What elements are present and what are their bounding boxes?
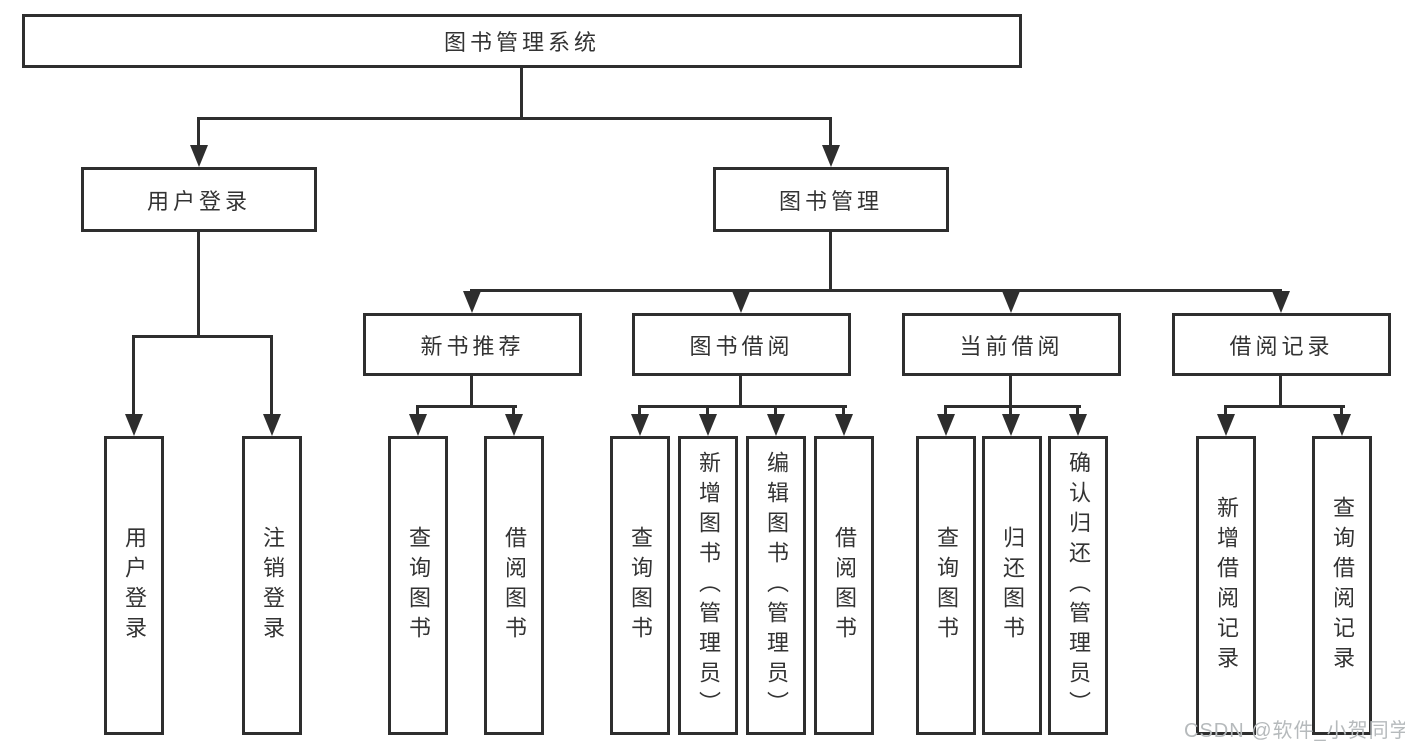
leaf-user-login: 用户登录 <box>104 436 164 735</box>
connector-line <box>774 405 777 415</box>
connector-line <box>197 117 832 120</box>
node-new-book-recommend: 新书推荐 <box>363 313 582 376</box>
connector-line <box>416 405 517 408</box>
connector-line <box>470 376 473 408</box>
node-user-login: 用户登录 <box>81 167 317 232</box>
node-current-borrow: 当前借阅 <box>902 313 1121 376</box>
connector-line <box>520 68 523 117</box>
arrow-down-icon <box>1333 414 1351 436</box>
connector-line <box>270 335 273 415</box>
node-label: 借阅记录 <box>1229 333 1334 359</box>
arrow-down-icon <box>190 145 208 167</box>
node-label: 借阅图书 <box>832 525 857 646</box>
connector-line <box>944 405 1081 408</box>
node-label: 图书管理 <box>778 188 883 214</box>
arrow-down-icon <box>1217 414 1235 436</box>
leaf-edit-book-admin: 编辑图书（管理员） <box>746 436 806 735</box>
connector-line <box>197 117 200 147</box>
connector-line <box>197 232 200 335</box>
node-label: 新增借阅记录 <box>1214 495 1239 676</box>
connector-line <box>1224 405 1227 415</box>
node-book-management: 图书管理 <box>713 167 949 232</box>
node-label: 新书推荐 <box>420 333 525 359</box>
node-label: 用户登录 <box>146 188 251 214</box>
connector-line <box>739 376 742 408</box>
arrow-down-icon <box>732 291 750 313</box>
connector-line <box>512 405 515 415</box>
node-label: 查询图书 <box>406 525 431 646</box>
leaf-query-books-current: 查询图书 <box>916 436 976 735</box>
node-borrow-records: 借阅记录 <box>1172 313 1391 376</box>
leaf-add-borrow-record: 新增借阅记录 <box>1196 436 1256 735</box>
leaf-query-books-recommend: 查询图书 <box>388 436 448 735</box>
connector-line <box>1224 405 1345 408</box>
node-label: 新增图书（管理员） <box>696 450 721 721</box>
node-label: 注销登录 <box>260 525 285 646</box>
node-label: 归还图书 <box>1000 525 1025 646</box>
node-label: 用户登录 <box>122 525 147 646</box>
node-label: 借阅图书 <box>502 525 527 646</box>
arrow-down-icon <box>1069 414 1087 436</box>
arrow-down-icon <box>1002 414 1020 436</box>
node-label: 查询借阅记录 <box>1330 495 1355 676</box>
node-library-system: 图书管理系统 <box>22 14 1022 68</box>
leaf-borrow-books: 借阅图书 <box>814 436 874 735</box>
connector-line <box>829 117 832 147</box>
arrow-down-icon <box>631 414 649 436</box>
node-label: 图书借阅 <box>689 333 794 359</box>
leaf-query-books-borrow: 查询图书 <box>610 436 670 735</box>
connector-line <box>638 405 641 415</box>
watermark: CSDN @软件_小贺同学 <box>1184 720 1405 742</box>
connector-line <box>1009 405 1012 415</box>
arrow-down-icon <box>937 414 955 436</box>
arrow-down-icon <box>699 414 717 436</box>
connector-line <box>132 335 135 415</box>
connector-line <box>706 405 709 415</box>
connector-line <box>470 289 1282 292</box>
arrow-down-icon <box>835 414 853 436</box>
node-label: 查询图书 <box>628 525 653 646</box>
arrow-down-icon <box>1272 291 1290 313</box>
leaf-query-borrow-record: 查询借阅记录 <box>1312 436 1372 735</box>
leaf-add-book-admin: 新增图书（管理员） <box>678 436 738 735</box>
node-label: 图书管理系统 <box>443 30 600 55</box>
connector-line <box>842 405 845 415</box>
connector-line <box>829 232 832 289</box>
leaf-borrow-books-recommend: 借阅图书 <box>484 436 544 735</box>
arrow-down-icon <box>505 414 523 436</box>
arrow-down-icon <box>822 145 840 167</box>
connector-line <box>638 405 847 408</box>
connector-line <box>944 405 947 415</box>
connector-line <box>1009 376 1012 408</box>
arrow-down-icon <box>767 414 785 436</box>
arrow-down-icon <box>125 414 143 436</box>
connector-line <box>1279 376 1282 407</box>
node-label: 当前借阅 <box>959 333 1064 359</box>
arrow-down-icon <box>463 291 481 313</box>
connector-line <box>1340 405 1343 415</box>
arrow-down-icon <box>409 414 427 436</box>
arrow-down-icon <box>1002 291 1020 313</box>
node-label: 编辑图书（管理员） <box>764 450 789 721</box>
node-book-borrow: 图书借阅 <box>632 313 851 376</box>
connector-line <box>1076 405 1079 415</box>
leaf-return-books: 归还图书 <box>982 436 1042 735</box>
arrow-down-icon <box>263 414 281 436</box>
leaf-confirm-return-admin: 确认归还（管理员） <box>1048 436 1108 735</box>
leaf-logout: 注销登录 <box>242 436 302 735</box>
connector-line <box>132 335 273 338</box>
node-label: 确认归还（管理员） <box>1066 450 1091 721</box>
node-label: 查询图书 <box>934 525 959 646</box>
connector-line <box>416 405 419 415</box>
